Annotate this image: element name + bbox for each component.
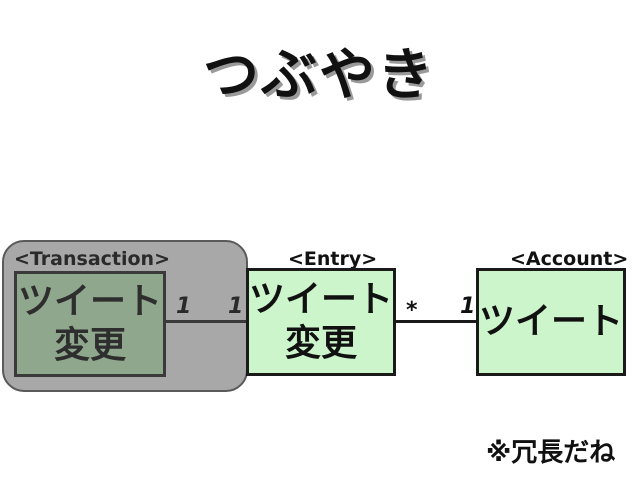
stereotype-entry: <Entry> <box>288 248 378 270</box>
multiplicity-transaction-side: 1 <box>176 294 192 319</box>
stereotype-transaction: <Transaction> <box>14 248 170 270</box>
class-box-account: ツイート <box>476 268 626 376</box>
class-label-entry: ツイート 変更 <box>249 279 394 364</box>
multiplicity-account-side: 1 <box>460 294 476 319</box>
class-box-transaction: ツイート 変更 <box>14 271 166 377</box>
class-label-account: ツイート <box>479 301 624 342</box>
association-line-transaction-entry <box>166 320 246 323</box>
association-line-entry-account <box>396 320 476 323</box>
redundancy-note: ※冗長だね <box>486 438 616 468</box>
stereotype-account: <Account> <box>510 248 629 270</box>
multiplicity-entry-side-left: 1 <box>228 294 244 319</box>
class-label-transaction: ツイート 変更 <box>17 281 162 366</box>
class-box-entry: ツイート 変更 <box>246 268 396 376</box>
slide-title: つぶやき <box>203 43 435 108</box>
multiplicity-entry-side-right: * <box>406 298 418 323</box>
